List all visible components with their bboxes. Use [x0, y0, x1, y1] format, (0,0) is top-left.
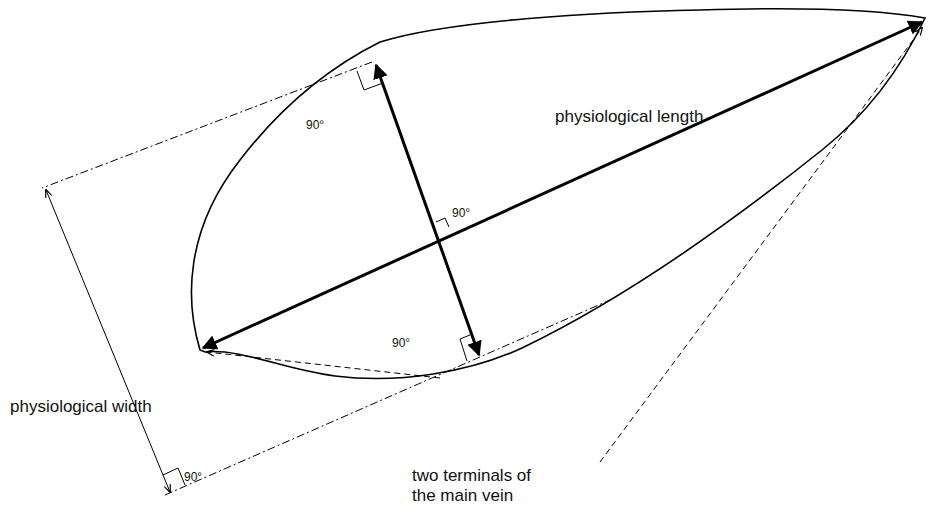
width-arrow [376, 65, 479, 355]
pointer-line [207, 352, 440, 378]
angle-label: 90° [306, 118, 324, 132]
length-arrow [203, 22, 922, 348]
angle-label: 90° [392, 336, 410, 350]
leaf-outline [191, 9, 925, 379]
right-angle-mark [357, 71, 383, 90]
pointer-line [600, 28, 922, 462]
width-dimension [46, 190, 170, 492]
right-angle-mark [436, 218, 449, 227]
extension-line [42, 62, 372, 188]
angle-label: 90° [184, 470, 202, 484]
right-angle-mark [163, 468, 185, 485]
dimension-label: physiological length [555, 107, 703, 127]
right-angle-mark [460, 335, 470, 361]
dimension-label: physiological width [10, 397, 152, 417]
callout-label: two terminals of the main vein [412, 466, 547, 507]
angle-label: 90° [452, 206, 470, 220]
extension-line [165, 300, 610, 495]
